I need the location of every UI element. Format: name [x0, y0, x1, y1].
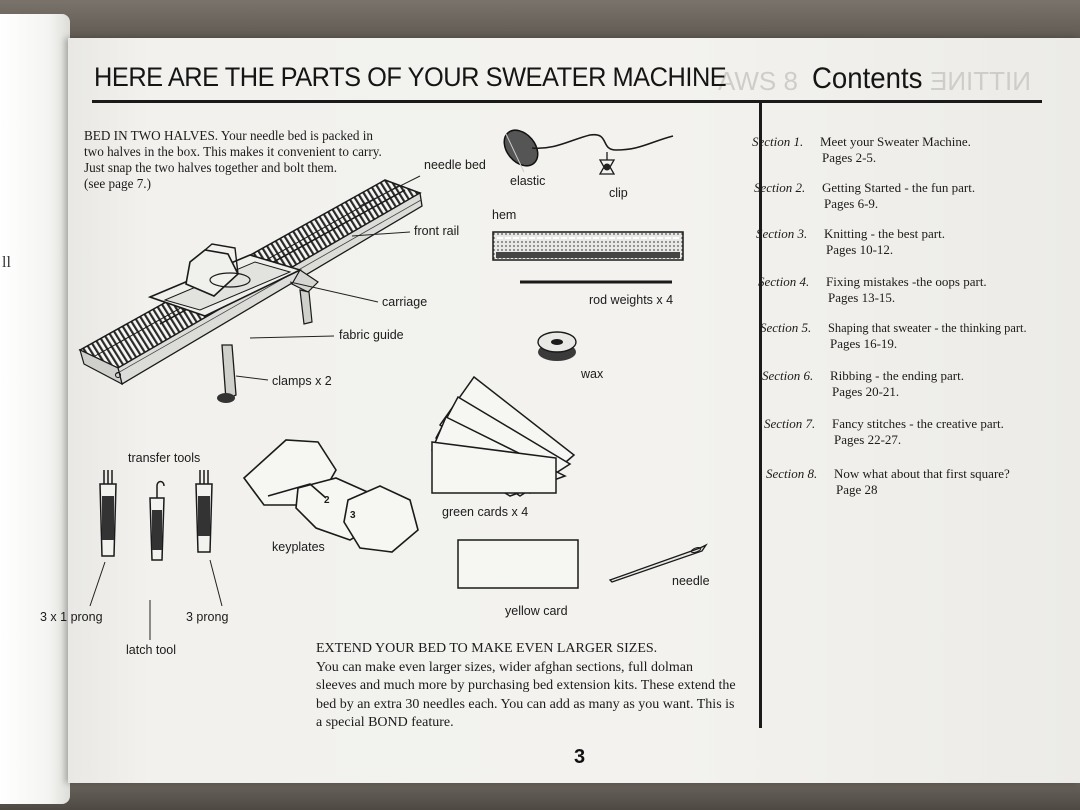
yellow-card-drawing: [457, 539, 579, 589]
label-green-cards: green cards x 4: [442, 505, 529, 519]
contents-section: Section 7.: [764, 416, 816, 431]
label-hem: hem: [492, 208, 517, 222]
title-rule: [92, 100, 1042, 103]
contents-pages: Page 28: [836, 482, 878, 497]
leader-lines: [89, 175, 421, 640]
label-fabric-guide: fabric guide: [339, 328, 404, 342]
contents-heading: Contents: [812, 62, 923, 95]
label-needle: needle: [672, 574, 710, 588]
contents-section: Section 3.: [756, 226, 808, 241]
clamps-drawing: [217, 289, 313, 403]
contents-title-text: Fixing mistakes -the oops part.: [826, 274, 987, 289]
contents-title-text: Knitting - the best part.: [824, 226, 945, 241]
contents-section: Section 5.: [760, 320, 812, 335]
label-needle-bed: needle bed: [424, 158, 486, 172]
label-yellow-card: yellow card: [505, 604, 568, 618]
label-three-prong: 3 prong: [186, 610, 229, 624]
contents-title-text: Ribbing - the ending part.: [830, 368, 964, 383]
keyplate-number-2: 2: [324, 495, 330, 506]
page-title: HERE ARE THE PARTS OF YOUR SWEATER MACHI…: [94, 62, 727, 92]
desk-background-top: [0, 0, 1080, 40]
contents-pages: Pages 13-15.: [828, 290, 896, 305]
contents-item: Section 3. Knitting - the best part. Page…: [756, 226, 945, 258]
label-transfer-tools: transfer tools: [128, 451, 201, 465]
label-clamps: clamps x 2: [272, 374, 332, 388]
contents-pages: Pages 2-5.: [822, 150, 877, 165]
label-rod-weights: rod weights x 4: [589, 293, 674, 307]
label-one-prong: 3 x 1 prong: [40, 610, 103, 624]
contents-title-text: Fancy stitches - the creative part.: [832, 416, 1004, 431]
carriage-drawing: [147, 243, 319, 317]
green-cards-drawing: [431, 375, 576, 497]
contents-item: Section 2. Getting Started - the fun part…: [754, 180, 975, 212]
label-keyplates: keyplates: [272, 540, 325, 554]
label-wax: wax: [581, 367, 604, 381]
column-divider: [759, 103, 762, 728]
intro-paragraph: BED IN TWO HALVES. Your needle bed is pa…: [84, 128, 384, 192]
contents-pages: Pages 10-12.: [826, 242, 894, 257]
extend-heading: EXTEND YOUR BED TO MAKE EVEN LARGER SIZE…: [316, 641, 658, 656]
contents-item: Section 6. Ribbing - the ending part. Pag…: [762, 368, 964, 400]
keyplates-drawing: [242, 439, 419, 553]
elastic-spool-drawing: [503, 129, 674, 173]
label-front-rail: front rail: [414, 224, 460, 238]
hem-drawing: [492, 231, 684, 261]
contents-item: Section 5. Shaping that sweater - the thi…: [760, 320, 1027, 352]
contents-item: Section 4. Fixing mistakes -the oops part…: [758, 274, 987, 306]
previous-page-fragment: ll: [2, 254, 11, 271]
extend-body: You can make even larger sizes, wider af…: [316, 659, 736, 731]
contents-title-text: Shaping that sweater - the thinking part…: [828, 321, 1027, 335]
intro-page-ref: (see page 7.): [84, 176, 151, 191]
label-clip: clip: [609, 186, 628, 200]
contents-section: Section 8.: [766, 466, 818, 481]
contents-section: Section 1.: [752, 134, 804, 149]
contents-title-text: Getting Started - the fun part.: [822, 180, 976, 195]
contents-pages: Pages 20-21.: [832, 384, 900, 399]
contents-section: Section 4.: [758, 274, 810, 289]
desk-background-bottom: [0, 780, 1080, 810]
intro-text: BED IN TWO HALVES. Your needle bed is pa…: [84, 128, 382, 175]
previous-page-edge: ll: [0, 14, 70, 804]
clip-drawing: [598, 152, 616, 175]
show-through-text: ƎИITTIИ: [930, 66, 1031, 96]
label-latch-tool: latch tool: [126, 643, 177, 657]
contents-pages: Pages 22-27.: [834, 432, 902, 447]
contents-item: Section 7. Fancy stitches - the creative …: [764, 416, 1004, 448]
contents-section: Section 2.: [754, 180, 806, 195]
contents-title-text: Now what about that first square?: [834, 466, 1010, 481]
contents-title-text: Meet your Sweater Machine.: [820, 134, 971, 149]
booklet-page: [68, 38, 1080, 783]
contents-pages: Pages 6-9.: [824, 196, 879, 211]
needle-drawing: [608, 543, 708, 583]
show-through-text: AWS 8: [718, 66, 798, 96]
transfer-tools-drawing: [99, 470, 213, 561]
extend-bed-paragraph: EXTEND YOUR BED TO MAKE EVEN LARGER SIZE…: [316, 640, 736, 733]
page-number: 3: [574, 746, 586, 768]
keyplate-number-3: 3: [350, 510, 356, 521]
contents-item: Section 1. Meet your Sweater Machine. Pag…: [752, 134, 971, 166]
wax-drawing: [537, 331, 577, 361]
contents-pages: Pages 16-19.: [830, 336, 898, 351]
contents-item: Section 8. Now what about that first squa…: [766, 466, 1010, 498]
label-carriage: carriage: [382, 295, 428, 309]
label-elastic: elastic: [510, 174, 546, 188]
contents-section: Section 6.: [762, 368, 814, 383]
